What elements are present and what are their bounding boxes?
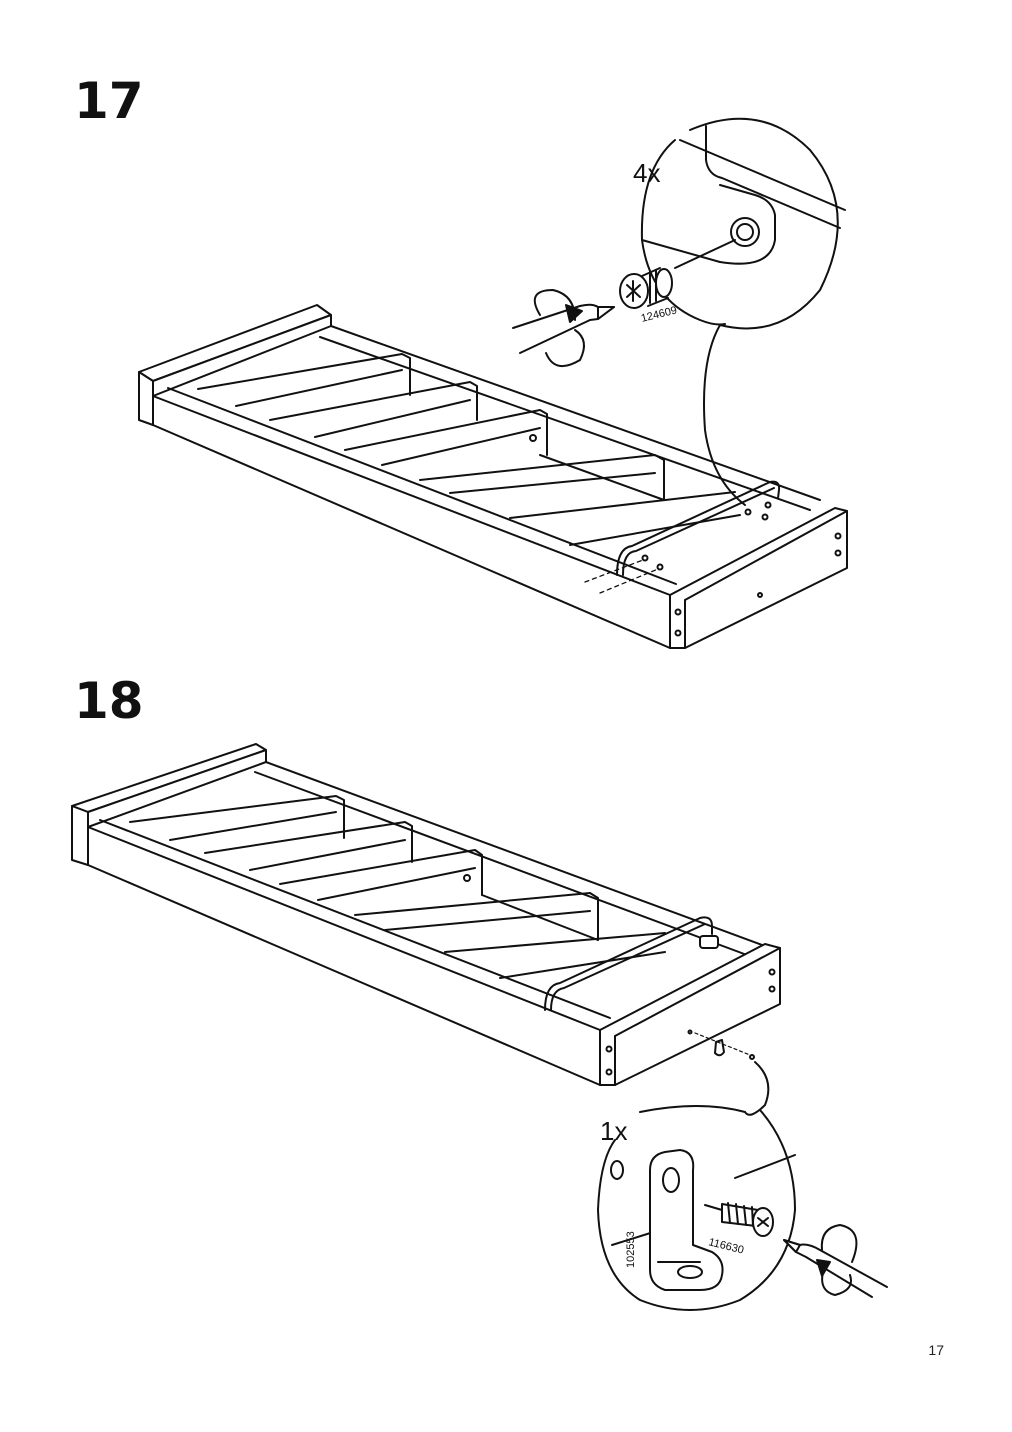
step-17-quantity: 4x — [633, 158, 660, 188]
step-18-detail-magnifier — [597, 1061, 888, 1311]
step-18-bracket-part-id: 102553 — [625, 1231, 637, 1268]
step-18-quantity: 1x — [600, 1116, 627, 1146]
screwdriver — [783, 1224, 888, 1298]
screwdriver — [512, 289, 615, 368]
page-number: 17 — [928, 1342, 944, 1358]
step-17-part-id: 124609 — [640, 304, 679, 325]
step-18-drawer-frame — [71, 743, 781, 1086]
step-18-number: 18 — [74, 672, 144, 730]
angle-bracket — [649, 1149, 724, 1291]
step-17-detail-magnifier — [512, 117, 846, 506]
step-17-drawer-frame — [138, 304, 848, 649]
cam-lock-fitting — [619, 267, 673, 309]
step-17-number: 17 — [74, 72, 144, 130]
wood-screw — [704, 1202, 774, 1237]
